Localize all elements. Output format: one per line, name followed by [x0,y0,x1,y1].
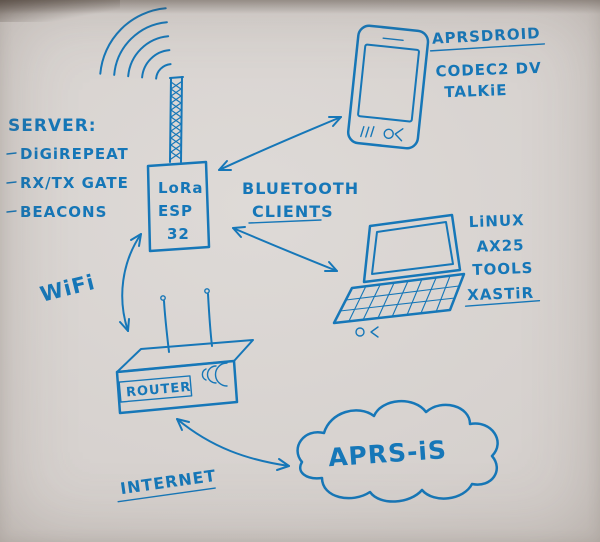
server-list: SERVER: DiGiREPEAT RX/TX GATE BEACONS [6,116,129,221]
router-signal-icon [201,368,207,381]
bluetooth-label-line2: CLIENTS [252,202,334,221]
router-label-box [118,375,193,403]
arrow-lora-laptop [232,226,338,272]
xastir-label: XASTiR [467,284,534,304]
bluetooth-label-line1: BLUETOOTH [242,179,359,198]
server-item: BEACONS [20,203,107,221]
laptop-labels: LiNUX AX25 TOOLS XASTiR [464,211,541,307]
internet-label-group: INTERNET [117,466,217,503]
phone-menu-icon [360,125,375,138]
lora-box-label-line3: 32 [167,225,190,243]
wifi-label: WiFi [38,270,98,307]
arrow-lora-router-wifi [119,233,142,332]
router-antenna-right [207,293,213,347]
list-dash [6,152,17,155]
list-dash [6,181,17,184]
aprsdroid-label: APRSDROID [431,24,541,48]
arrow-lora-phone [218,116,342,171]
laptop-sketch [332,213,466,338]
clients-underline [248,219,322,224]
phone-earpiece [382,37,404,42]
laptop-power-icon [355,327,365,337]
radio-waves-icon [99,7,172,80]
linux-label: LiNUX [468,211,525,231]
laptop-back-icon [370,326,379,338]
phone-home-button [383,128,394,140]
xastir-underline [464,299,541,307]
lora-box-label-line1: LoRa [158,179,204,197]
router-signal-icon [214,362,228,387]
bluetooth-clients-label: BLUETOOTH CLIENTS [242,179,359,224]
arrow-router-cloud-internet [176,418,290,471]
ax25-label: AX25 [476,236,525,256]
phone-back-icon [394,128,404,142]
aprs-is-label: APRS-iS [327,435,448,472]
aprsdroid-underline [429,43,546,52]
tools-label: TOOLS [472,259,534,279]
list-dash [6,210,17,213]
aprsdroid-phone-sketch [346,24,430,150]
server-item: RX/TX GATE [20,174,129,192]
codec-labels: CODEC2 DV TALKiE [435,59,542,101]
antenna-mast [169,76,184,163]
server-title-label: SERVER: [8,116,97,136]
internet-cloud: APRS-iS [296,399,499,503]
router-label: ROUTER [126,380,192,401]
internet-label: INTERNET [119,466,217,498]
lora-box-label-line2: ESP [158,202,193,220]
phone-labels: APRSDROID [429,24,546,52]
codec2-dv-label: CODEC2 DV [435,59,542,81]
talkie-label: TALKiE [444,81,508,101]
router-signal-icon [206,365,217,384]
server-item: DiGiREPEAT [20,145,129,163]
internet-underline [117,487,216,503]
lora-esp32-box: LoRa ESP 32 [146,160,211,253]
router-antenna-left [163,300,170,353]
router-sketch: ROUTER [115,288,254,415]
